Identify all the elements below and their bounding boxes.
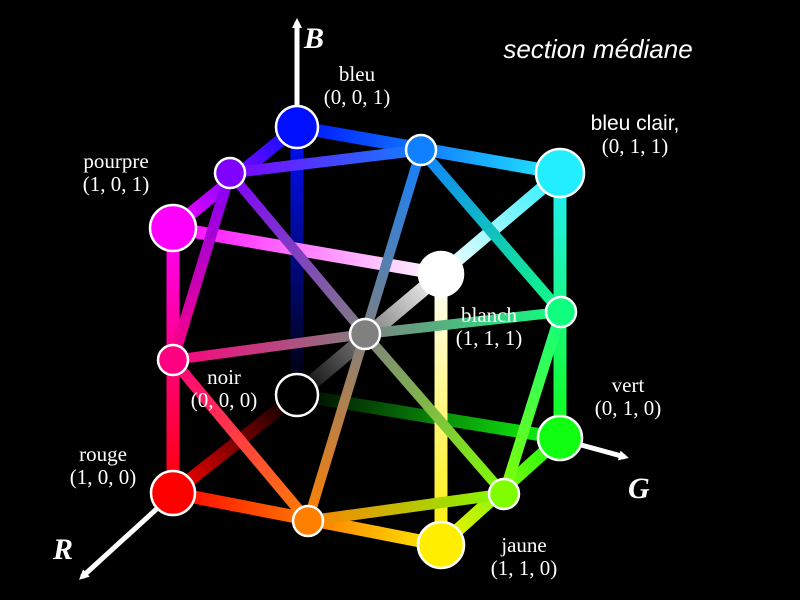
vertex-mid-bleu-pourpre xyxy=(213,156,247,190)
edge-mid-vert-bleuclair-mid-jaune-vert xyxy=(498,310,567,496)
edge-mid-center-mid-pourpre-rouge xyxy=(172,329,366,365)
label-bleu-clair-name: bleu clair, xyxy=(591,112,680,135)
vertex-mid-pourpre-rouge xyxy=(156,343,190,377)
vertex-pourpre xyxy=(148,203,198,253)
edge-mid-center-mid-bleu-pourpre xyxy=(226,169,369,338)
label-pourpre-coord: (1, 0, 1) xyxy=(83,172,150,196)
vertex-noir xyxy=(274,372,320,418)
vertex-rouge xyxy=(149,469,197,517)
vertex-jaune xyxy=(416,520,466,570)
label-rouge-name: rouge xyxy=(79,442,127,466)
edge-bleu-clair-blanc xyxy=(436,168,565,279)
label-vert-coord: (0, 1, 0) xyxy=(595,396,662,420)
label-pourpre-name: pourpre xyxy=(83,149,148,173)
axis-label-r: R xyxy=(52,533,73,566)
cube-vertices xyxy=(148,104,586,570)
edge-mid-center-mid-rouge-jaune xyxy=(303,332,370,523)
label-vert-name: vert xyxy=(612,373,645,397)
edge-mid-center-mid-bleu-bleuclair xyxy=(360,148,426,336)
label-noir-coord: (0, 0, 0) xyxy=(191,388,258,412)
axis-label-b: B xyxy=(303,22,324,55)
label-blanc-name: blanch xyxy=(461,303,517,327)
labels: section médiane B G R bleu (0, 0, 1) ble… xyxy=(52,22,693,580)
edge-mid-center-mid-vert-bleuclair xyxy=(364,307,562,339)
edge-mid-rouge-jaune-mid-pourpre-rouge xyxy=(168,356,313,525)
label-jaune-coord: (1, 1, 0) xyxy=(491,556,558,580)
vertex-bleu xyxy=(274,104,320,150)
vertex-blanc xyxy=(417,250,465,298)
vertex-mid-vert-bleuclair xyxy=(544,295,578,329)
label-jaune-name: jaune xyxy=(500,533,546,557)
label-bleu-name: bleu xyxy=(339,62,376,86)
label-blanc-coord: (1, 1, 1) xyxy=(456,326,523,350)
edge-pourpre-blanc xyxy=(171,221,443,281)
axis-label-g: G xyxy=(628,472,650,505)
vertex-mid-jaune-vert xyxy=(487,477,521,511)
vertex-mid-rouge-jaune xyxy=(291,504,325,538)
edge-mid-bleu-pourpre-mid-bleu-bleuclair xyxy=(229,144,422,179)
vertex-mid-bleu-bleuclair xyxy=(404,133,438,167)
edge-mid-center-mid-jaune-vert xyxy=(361,330,508,498)
vertex-mid-center xyxy=(348,317,382,351)
diagram-title: section médiane xyxy=(503,34,692,64)
edge-mid-bleu-bleuclair-mid-vert-bleuclair xyxy=(416,146,566,316)
label-bleu-coord: (0, 0, 1) xyxy=(324,85,391,109)
label-noir-name: noir xyxy=(207,365,241,389)
label-rouge-coord: (1, 0, 0) xyxy=(70,465,137,489)
edge-mid-pourpre-rouge-mid-bleu-pourpre xyxy=(167,171,236,362)
vertex-vert xyxy=(536,414,584,462)
label-bleu-clair-coord: (0, 1, 1) xyxy=(602,134,669,158)
edge-mid-jaune-vert-mid-rouge-jaune xyxy=(307,488,505,527)
vertex-bleu-clair xyxy=(534,147,586,199)
edge-noir-rouge xyxy=(168,389,302,499)
